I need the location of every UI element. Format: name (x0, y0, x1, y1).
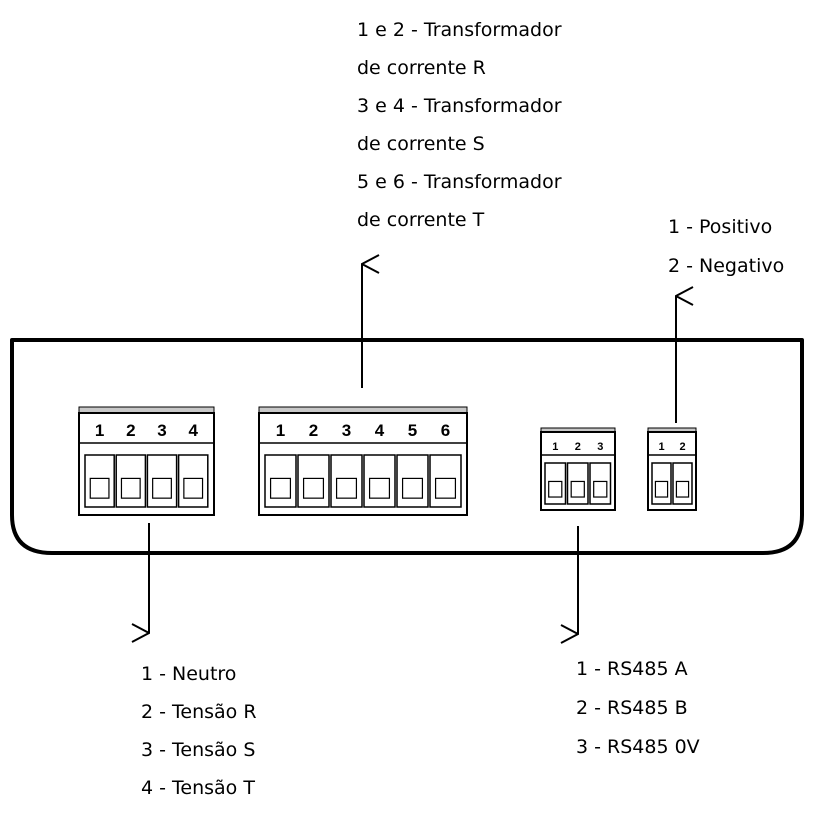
pin-number: 1 (95, 421, 104, 440)
pin-number: 1 (276, 421, 285, 440)
rs485-terminal-block: 1 2 3 (540, 427, 616, 511)
rs485-label: 1 - RS485 A 2 - RS485 B 3 - RS485 0V (576, 660, 700, 777)
terminal-screw (269, 477, 292, 499)
pin-number: 3 (342, 421, 351, 440)
voltage-label-line: 2 - Tensão R (141, 701, 257, 723)
pin-number: 1 (658, 441, 664, 453)
pin-number: 4 (188, 421, 198, 440)
pin-number: 5 (408, 421, 417, 440)
terminal-screw (183, 477, 204, 499)
ct-label-line: de corrente S (357, 133, 485, 155)
terminal-screw (675, 480, 690, 498)
terminal-screw (570, 480, 585, 498)
terminal-screw (302, 477, 325, 499)
terminal-screw (548, 480, 563, 498)
terminal-screw (593, 480, 608, 498)
voltage-label: 1 - Neutro 2 - Tensão R 3 - Tensão S 4 -… (141, 665, 257, 817)
voltage-label-line: 3 - Tensão S (141, 739, 256, 761)
pin-number: 2 (575, 441, 581, 453)
terminal-screw (120, 477, 141, 499)
pin-number: 2 (309, 421, 318, 440)
pin-number: 2 (679, 441, 685, 453)
pin-number: 2 (126, 421, 135, 440)
pin-number: 3 (597, 441, 603, 453)
voltage-label-line: 4 - Tensão T (141, 777, 255, 799)
power-label: 1 - Positivo 2 - Negativo (668, 218, 784, 296)
power-label-line: 2 - Negativo (668, 255, 785, 277)
voltage-terminal-block: 1 2 3 4 (78, 406, 215, 516)
terminal-screw (89, 477, 110, 499)
ct-label-line: de corrente R (357, 57, 486, 79)
voltage-label-line: 1 - Neutro (141, 663, 237, 685)
terminal-screw (335, 477, 358, 499)
ct-terminal-block: 1 2 3 4 5 6 (258, 406, 468, 516)
terminal-screw (434, 477, 457, 499)
pin-number: 1 (552, 441, 558, 453)
ct-label-line: de corrente T (357, 209, 485, 231)
ct-label-line: 1 e 2 - Transformador (357, 19, 562, 41)
pin-number: 6 (441, 421, 450, 440)
ct-label-line: 3 e 4 - Transformador (357, 95, 562, 117)
rs485-label-line: 2 - RS485 B (576, 697, 688, 719)
terminal-screw (401, 477, 424, 499)
rs485-label-line: 3 - RS485 0V (576, 736, 700, 758)
terminal-screw (368, 477, 391, 499)
power-label-line: 1 - Positivo (668, 216, 773, 238)
ct-label: 1 e 2 - Transformador de corrente R 3 e … (357, 21, 562, 249)
pin-number: 3 (157, 421, 166, 440)
terminal-screw (654, 480, 669, 498)
pin-number: 4 (375, 421, 385, 440)
rs485-label-line: 1 - RS485 A (576, 658, 688, 680)
terminal-screw (152, 477, 172, 499)
ct-label-line: 5 e 6 - Transformador (357, 171, 562, 193)
